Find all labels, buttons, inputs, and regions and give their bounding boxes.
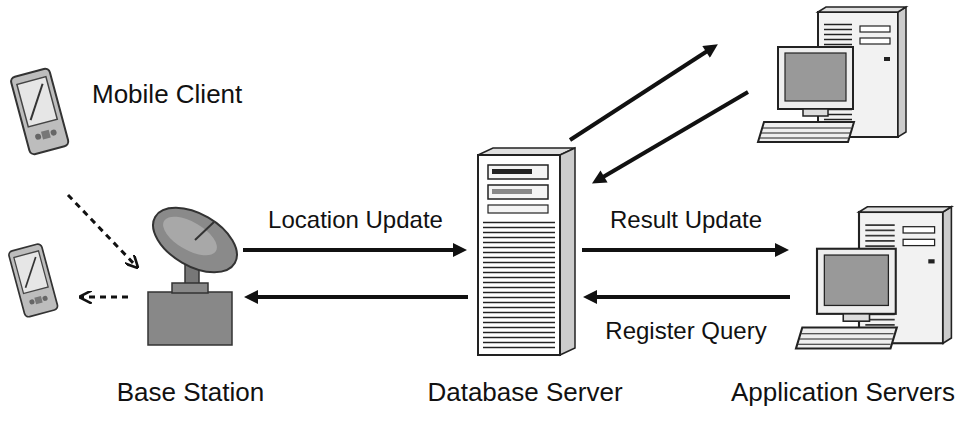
database-server-icon (478, 148, 575, 355)
database-server: Database Server (468, 148, 582, 355)
mobile-phone-moved (8, 243, 58, 317)
flow-arrow (582, 248, 782, 252)
node-caption: Base Station (117, 378, 264, 408)
mobile-phone-top (10, 68, 69, 156)
application-server-top (758, 7, 906, 142)
flow-arrow (590, 295, 790, 299)
base-station-icon (142, 194, 248, 345)
node-caption: Application Servers (731, 378, 955, 408)
application-server-bottom (796, 207, 951, 349)
application-server: Application Servers (790, 205, 955, 350)
handoff-arrow (80, 296, 128, 299)
base-station: Base Station (138, 200, 243, 350)
node-caption: Mobile Client (92, 80, 242, 110)
edge-label: Result Update (607, 206, 765, 234)
mobile-client: Mobile Client (5, 60, 70, 195)
server-arrow-in (598, 92, 748, 180)
dashed-arrow (68, 195, 137, 267)
flow-arrow (251, 295, 468, 299)
edge-label: Register Query (602, 317, 769, 345)
edge-label: Location Update (265, 206, 446, 234)
flow-arrow (243, 248, 460, 252)
node-caption: Database Server (427, 378, 622, 408)
